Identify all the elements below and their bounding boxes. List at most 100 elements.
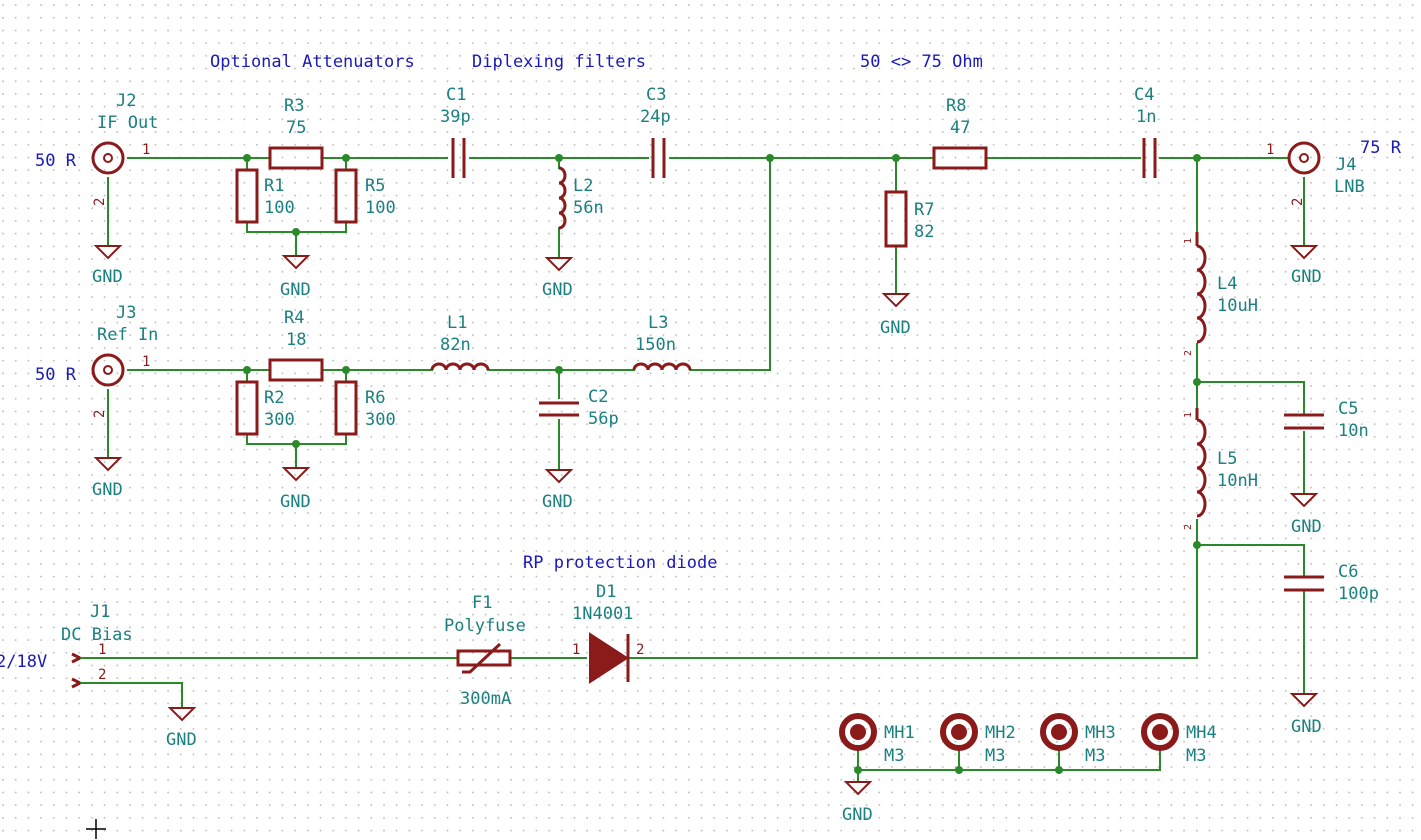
r4-ref: R4 (284, 308, 304, 328)
j4-ref: J4 (1336, 155, 1356, 175)
r1-ref: R1 (264, 176, 284, 196)
j1-ref: J1 (90, 602, 110, 622)
note-impedance-match: 50 <> 75 Ohm (860, 52, 983, 72)
l4-pin2: 2 (1183, 350, 1194, 356)
mh3-value: M3 (1085, 746, 1105, 766)
if-out-impedance: 50 R (35, 151, 77, 171)
l1-ref: L1 (447, 313, 467, 333)
r8-ref: R8 (946, 96, 966, 116)
inductor-l5[interactable]: 1 2 L5 10nH (1183, 408, 1258, 530)
crosshair-cursor-icon (86, 819, 106, 839)
c3-ref: C3 (646, 85, 666, 105)
inductor-l4[interactable]: 1 2 L4 10uH (1183, 232, 1258, 356)
inductor-l3[interactable]: L3 150n (632, 313, 692, 371)
r8-value: 47 (950, 118, 970, 138)
j4-value: LNB (1334, 177, 1365, 197)
c6-value: 100p (1338, 584, 1379, 604)
j3-value: Ref In (97, 325, 158, 345)
connector-j2[interactable]: J2 IF Out 1 2 (91, 91, 158, 206)
mounting-hole-mh1[interactable]: MH1 M3 (839, 713, 915, 766)
lnb-impedance: 75 R (1360, 138, 1402, 158)
l3-ref: L3 (648, 313, 668, 333)
j4-pin1: 1 (1266, 142, 1274, 158)
l2-value: 56n (573, 198, 604, 218)
dc-bias-voltage: 2/18V (0, 652, 47, 672)
r7-ref: R7 (914, 200, 934, 220)
inductor-l2[interactable]: L2 56n (558, 166, 604, 230)
capacitor-c4[interactable]: C4 1n (1134, 85, 1157, 178)
resistor-r5[interactable]: R5 100 (334, 168, 396, 224)
mounting-hole-mh2[interactable]: MH2 M3 (940, 713, 1016, 766)
capacitor-c5[interactable]: C5 10n (1284, 399, 1369, 441)
note-rp-protection: RP protection diode (523, 553, 717, 573)
gnd-label: GND (280, 492, 311, 512)
resistor-r7[interactable]: R7 82 (884, 190, 934, 248)
l4-value: 10uH (1217, 296, 1258, 316)
r2-value: 300 (264, 410, 295, 430)
gnd-mounting-holes: GND (842, 781, 873, 825)
mounting-hole-mh3[interactable]: MH3 M3 (1040, 713, 1116, 766)
j2-pin1: 1 (142, 142, 150, 158)
r4-value: 18 (286, 330, 306, 350)
wires (79, 157, 1305, 783)
l5-pin2: 2 (1183, 524, 1194, 530)
c2-ref: C2 (588, 387, 608, 407)
fuse-f1[interactable]: F1 Polyfuse 300mA (444, 593, 526, 709)
gnd-r1-r5: GND (280, 255, 311, 300)
gnd-label: GND (542, 280, 573, 300)
gnd-j1: GND (166, 707, 197, 750)
gnd-r2-r6: GND (280, 467, 311, 512)
r6-value: 300 (365, 410, 396, 430)
r2-ref: R2 (264, 388, 284, 408)
gnd-label: GND (280, 280, 311, 300)
l3-value: 150n (635, 335, 676, 355)
gnd-label: GND (1291, 717, 1322, 737)
resistor-r3[interactable]: R3 75 (268, 96, 324, 170)
f1-ref: F1 (472, 593, 492, 613)
diode-d1[interactable]: D1 1N4001 1 2 (572, 582, 644, 684)
connector-j1[interactable]: J1 DC Bias 1 2 (61, 602, 133, 689)
l5-ref: L5 (1217, 449, 1237, 469)
capacitor-c6[interactable]: C6 100p (1284, 562, 1379, 604)
resistor-r2[interactable]: R2 300 (235, 380, 295, 436)
j1-pin1: 1 (98, 642, 106, 658)
mh4-ref: MH4 (1186, 723, 1217, 743)
r1-value: 100 (264, 198, 295, 218)
l5-pin1: 1 (1183, 412, 1194, 418)
inductor-l1[interactable]: L1 82n (430, 313, 490, 371)
j1-value: DC Bias (61, 625, 133, 645)
c4-ref: C4 (1134, 85, 1154, 105)
mounting-hole-mh4[interactable]: MH4 M3 (1141, 713, 1217, 766)
capacitor-c3[interactable]: C3 24p (640, 85, 671, 178)
j3-pin2: 2 (92, 410, 108, 418)
capacitor-c2[interactable]: C2 56p (539, 387, 619, 429)
c2-value: 56p (588, 409, 619, 429)
f1-rating: 300mA (460, 689, 511, 709)
gnd-label: GND (542, 492, 573, 512)
j2-pin2: 2 (92, 198, 108, 206)
connector-j3[interactable]: J3 Ref In 1 2 (91, 303, 158, 418)
connector-j4[interactable]: J4 LNB 1 2 (1266, 141, 1365, 206)
resistor-r4[interactable]: R4 18 (268, 308, 324, 382)
mh2-value: M3 (985, 746, 1005, 766)
resistor-r6[interactable]: R6 300 (334, 380, 396, 436)
resistor-r8[interactable]: R8 47 (932, 96, 988, 170)
l5-value: 10nH (1217, 471, 1258, 491)
resistor-r1[interactable]: R1 100 (235, 168, 295, 224)
j3-pin1: 1 (142, 354, 150, 370)
j4-pin2: 2 (1290, 198, 1306, 206)
c4-value: 1n (1136, 107, 1156, 127)
d1-value: 1N4001 (572, 604, 633, 624)
c1-value: 39p (440, 107, 471, 127)
gnd-label: GND (1291, 517, 1322, 537)
capacitor-c1[interactable]: C1 39p (440, 85, 471, 178)
gnd-label: GND (166, 730, 197, 750)
gnd-c5: GND (1289, 493, 1322, 537)
gnd-j2: GND (92, 245, 123, 287)
c5-ref: C5 (1338, 399, 1358, 419)
ref-in-impedance: 50 R (35, 365, 77, 385)
l2-ref: L2 (573, 176, 593, 196)
gnd-j3: GND (92, 457, 123, 500)
